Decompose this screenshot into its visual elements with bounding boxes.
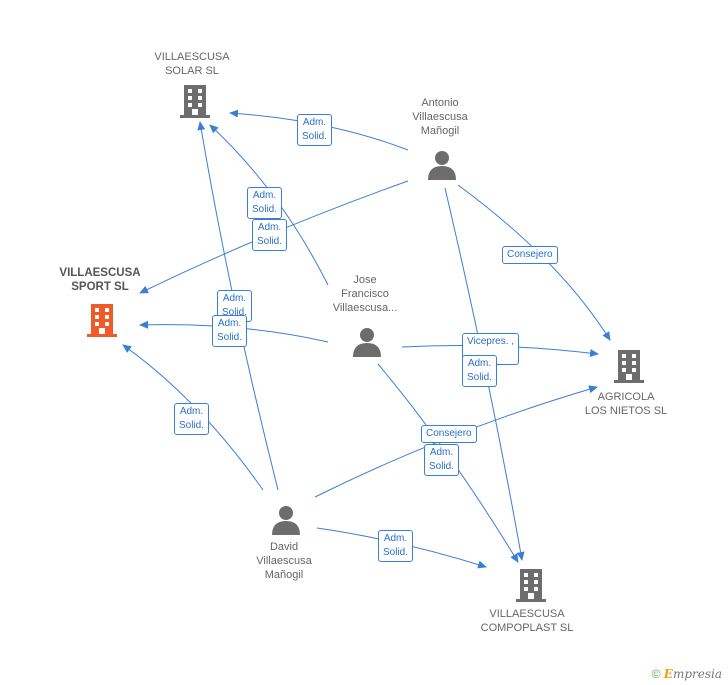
building-icon-compoplast xyxy=(516,569,546,602)
person-name-line2: Villaescusa xyxy=(256,555,312,567)
edge-label-antonio-sport: Adm. Solid. xyxy=(252,219,288,251)
person-name-line1: Jose xyxy=(353,274,377,286)
role-label: Solid. xyxy=(383,547,409,558)
person-name-line2: Francisco xyxy=(341,288,389,300)
role-label: Adm. xyxy=(257,222,282,233)
company-name-line2: SOLAR SL xyxy=(165,65,219,77)
edge-label-jose-compoplast: Adm. Solid. xyxy=(424,444,460,476)
brand-initial: E xyxy=(663,667,673,681)
company-name-line2: SPORT SL xyxy=(71,281,129,293)
role-label: Adm. xyxy=(429,447,454,458)
edge-label-jose-agricola-b: Adm. Solid. xyxy=(462,355,498,387)
person-name-line3: Mañogil xyxy=(420,125,460,137)
person-name-line2: Villaescusa xyxy=(412,111,468,123)
company-name-line2: COMPOPLAST SL xyxy=(480,622,574,634)
brand-name: mpresia xyxy=(672,667,722,681)
person-name-line1: David xyxy=(269,541,299,553)
role-label: Solid. xyxy=(179,420,205,431)
role-label: Adm. xyxy=(179,406,204,417)
company-name-line1: VILLAESCUSA xyxy=(489,608,565,620)
role-label: Adm. xyxy=(383,533,408,544)
company-name-line1: AGRICOLA xyxy=(597,391,655,403)
person-icon-antonio xyxy=(428,151,456,180)
company-name-line2: LOS NIETOS SL xyxy=(584,405,668,417)
edge-label-david-sport: Adm. Solid. xyxy=(174,403,210,435)
role-label: Adm. xyxy=(252,190,277,201)
role-label: Vicepres. , xyxy=(467,336,515,347)
edge-label-jose-solar: Adm. Solid. xyxy=(247,187,283,219)
role-label: Solid. xyxy=(257,236,283,247)
role-label: Solid. xyxy=(222,307,248,318)
role-label: Consejero xyxy=(507,249,553,260)
building-icon-sport xyxy=(87,304,117,337)
person-label-antonio[interactable]: Antonio Villaescusa Mañogil xyxy=(375,96,505,138)
role-label: Solid. xyxy=(429,461,455,472)
edge-label-david-agricola: Consejero xyxy=(421,425,477,443)
company-label-sport[interactable]: VILLAESCUSA SPORT SL xyxy=(35,266,165,294)
role-label: Adm. xyxy=(302,117,327,128)
person-label-jose[interactable]: Jose Francisco Villaescusa... xyxy=(300,273,430,315)
role-label: Solid. xyxy=(302,131,328,142)
role-label: Solid. xyxy=(252,204,278,215)
building-icon-agricola xyxy=(614,350,644,383)
edge-label-antonio-agricola: Consejero xyxy=(502,246,558,264)
person-name-line1: Antonio xyxy=(421,97,459,109)
copyright-symbol: © xyxy=(651,667,661,681)
edge-label-jose-sport: Adm. Solid. xyxy=(212,315,248,347)
company-label-solar[interactable]: VILLAESCUSA SOLAR SL xyxy=(127,50,257,78)
company-label-agricola[interactable]: AGRICOLA LOS NIETOS SL xyxy=(561,390,691,418)
role-label: Consejero xyxy=(426,428,472,439)
person-icon-jose xyxy=(353,328,381,357)
person-label-david[interactable]: David Villaescusa Mañogil xyxy=(219,540,349,582)
role-label: Adm. xyxy=(467,358,492,369)
role-label: Solid. xyxy=(217,332,243,343)
role-label: Solid. xyxy=(467,372,493,383)
edge-label-antonio-solar: Adm. Solid. xyxy=(297,114,333,146)
role-label: Adm. xyxy=(222,293,247,304)
building-icon-solar xyxy=(180,85,210,118)
company-label-compoplast[interactable]: VILLAESCUSA COMPOPLAST SL xyxy=(462,607,592,635)
company-name-line1: VILLAESCUSA xyxy=(59,267,141,279)
role-label: Adm. xyxy=(217,318,242,329)
person-name-line3: Villaescusa... xyxy=(332,302,398,314)
person-icon-david xyxy=(272,506,300,535)
company-name-line1: VILLAESCUSA xyxy=(154,51,230,63)
person-name-line3: Mañogil xyxy=(264,569,304,581)
brand-footer[interactable]: © Empresia xyxy=(652,667,722,681)
edge-label-david-compoplast: Adm. Solid. xyxy=(378,530,414,562)
